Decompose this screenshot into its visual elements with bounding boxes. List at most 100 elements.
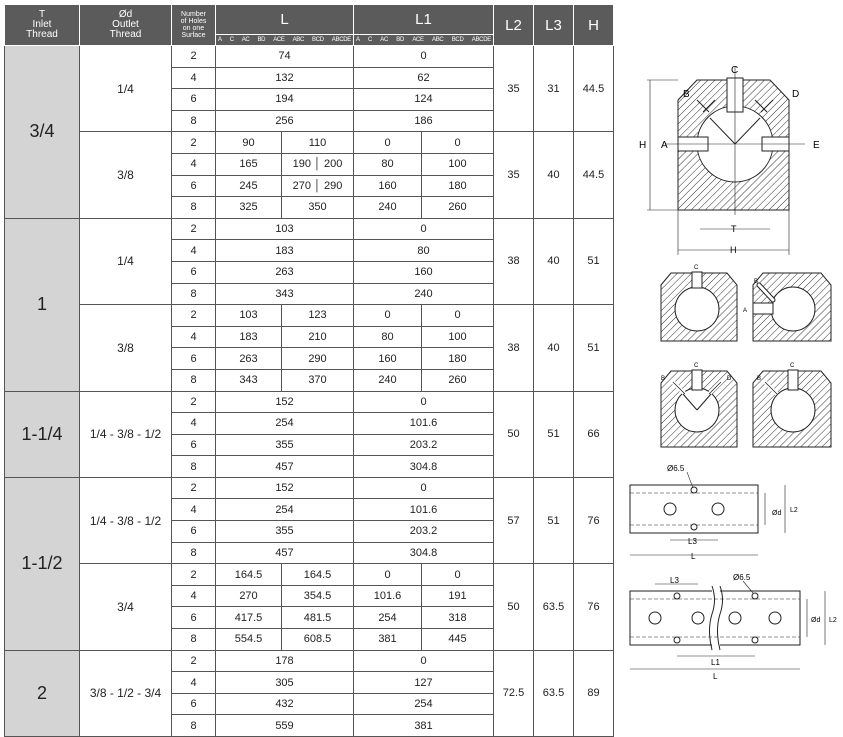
l-value-cell: 123 <box>281 304 354 327</box>
h-cell: 76 <box>573 563 614 651</box>
l-value-cell: 254 <box>215 498 354 522</box>
l1-value-cell: 101.6 <box>353 412 494 435</box>
l2-cell: 57 <box>493 476 534 565</box>
l3-cell: 40 <box>533 217 574 306</box>
label-c-small-3: C <box>790 363 795 369</box>
holes-cell: 2 <box>171 217 216 241</box>
l-value-cell: 417.5 <box>215 606 282 630</box>
l1-value-cell: 0 <box>353 217 494 241</box>
holes-cell: 4 <box>171 584 216 608</box>
holes-cell: 2 <box>171 390 216 414</box>
l-value-cell: 343 <box>215 282 354 306</box>
l3-cell: 63.5 <box>533 563 574 651</box>
l1-value-cell: 127 <box>353 671 494 694</box>
label-d65-2: Ø6.5 <box>733 573 751 582</box>
l1-value-cell: 254 <box>353 692 494 716</box>
label-h-main: H <box>639 140 646 151</box>
l-value-cell: 210 <box>281 325 354 349</box>
l1-value-cell: 160 <box>353 347 422 370</box>
l1-value-cell: 80 <box>353 152 422 176</box>
l-value-cell: 270 <box>215 584 282 608</box>
label-b-small-2: B <box>661 376 665 382</box>
l-value-cell: 355 <box>215 433 354 457</box>
l-value-cell: 183 <box>215 325 282 349</box>
label-l2-2: L2 <box>829 617 837 624</box>
sub-code-label: ABC <box>432 37 444 43</box>
l3-cell: 40 <box>533 304 574 392</box>
label-c-main: C <box>731 65 738 76</box>
outlet-thread-cell: 3/4 <box>79 563 172 651</box>
side-view-short <box>629 471 786 556</box>
l-value-cell: 457 <box>215 541 354 565</box>
header-h: H <box>573 4 614 46</box>
l-value-cell: 290 <box>281 347 354 370</box>
l1-value-cell: 186 <box>353 109 494 133</box>
l2-cell: 72.5 <box>493 649 534 737</box>
l2-cell: 35 <box>493 44 534 133</box>
l1-value-cell: 100 <box>421 325 494 349</box>
small-section-bcd <box>660 369 738 448</box>
label-l1-2: L1 <box>711 658 720 667</box>
l2-cell: 38 <box>493 304 534 392</box>
l-value-cell: 152 <box>215 390 354 414</box>
l1-value-cell: 0 <box>353 304 422 327</box>
holes-cell: 6 <box>171 260 216 284</box>
l1-value-cell: 203.2 <box>353 433 494 457</box>
l-value-cell: 245 <box>215 174 282 198</box>
l1-value-cell: 318 <box>421 606 494 630</box>
sub-code-label: AC <box>380 37 389 43</box>
l1-value-cell: 0 <box>421 563 494 586</box>
l-value-cell: 254 <box>215 412 354 435</box>
l1-value-cell: 260 <box>421 196 494 219</box>
l-value-cell: 457 <box>215 455 354 478</box>
holes-cell: 2 <box>171 304 216 327</box>
l2-cell: 35 <box>493 131 534 219</box>
l-value-cell: 370 <box>281 368 354 392</box>
l1-value-cell: 0 <box>353 476 494 500</box>
sub-code-label: A <box>356 37 360 43</box>
label-l2-1: L2 <box>790 507 798 514</box>
l2-cell: 50 <box>493 390 534 478</box>
sub-code-label: C <box>367 37 373 43</box>
l3-cell: 40 <box>533 131 574 219</box>
outlet-thread-cell: 1/4 <box>79 44 172 133</box>
l-value-cell: 559 <box>215 714 354 737</box>
l1-value-cell: 203.2 <box>353 520 494 543</box>
l1-value-cell: 445 <box>421 628 494 651</box>
holes-cell: 4 <box>171 239 216 262</box>
l-value-cell: 103 <box>215 304 282 327</box>
header-l: L <box>215 4 354 35</box>
holes-cell: 8 <box>171 714 216 737</box>
l1-value-cell: 0 <box>353 131 422 154</box>
l1-value-cell: 101.6 <box>353 498 494 522</box>
outlet-thread-cell: 3/8 <box>79 304 172 392</box>
h-cell: 51 <box>573 217 614 306</box>
l-value-cell: 350 <box>281 196 354 219</box>
h-cell: 89 <box>573 649 614 737</box>
sub-code-label: ABC <box>292 37 305 43</box>
l-value-cell: 305 <box>215 671 354 694</box>
l-value-cell: 263 <box>215 260 354 284</box>
sub-code-label: ACE <box>273 37 285 43</box>
label-d65-1: Ø6.5 <box>667 464 685 473</box>
l-value-cell: 165 <box>215 152 282 176</box>
holes-cell: 8 <box>171 541 216 565</box>
holes-cell: 6 <box>171 692 216 716</box>
l1-value-cell: 0 <box>353 390 494 414</box>
holes-cell: 2 <box>171 476 216 500</box>
l-value-cell: 256 <box>215 109 354 133</box>
h-cell: 76 <box>573 476 614 565</box>
l1-value-cell: 381 <box>353 628 422 651</box>
l3-cell: 63.5 <box>533 649 574 737</box>
